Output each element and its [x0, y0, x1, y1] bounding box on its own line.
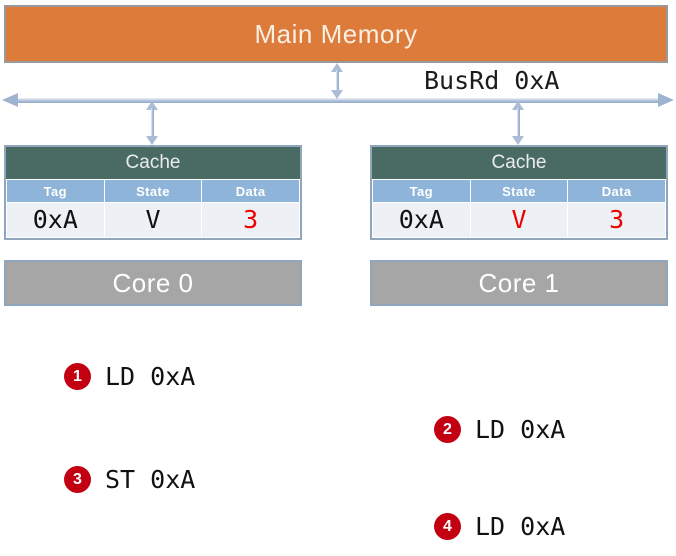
cache-table-core1: Tag State Data 0xA V 3: [372, 179, 666, 238]
column-header-state: State: [103, 179, 203, 203]
arrow-up-head: [512, 101, 524, 110]
connector-bus-to-cache1-icon: [512, 101, 525, 145]
cache-block-core0: Cache Tag State Data 0xA V 3: [4, 145, 302, 240]
connector-stem: [517, 108, 520, 138]
step-badge-1: 1: [64, 363, 91, 390]
step-instruction-1: LD 0xA: [105, 362, 196, 391]
step-item-1: 1 LD 0xA: [64, 362, 195, 391]
cell-data-core0: 3: [201, 202, 300, 238]
step-item-2: 2 LD 0xA: [434, 415, 565, 444]
column-header-tag: Tag: [372, 179, 471, 203]
table-row: 0xA V 3: [372, 202, 666, 238]
column-header-data: Data: [567, 179, 666, 203]
step-instruction-4: LD 0xA: [475, 512, 566, 541]
cache-table-core0: Tag State Data 0xA V 3: [6, 179, 300, 238]
core-block-0: Core 0: [4, 260, 302, 306]
arrow-down-head: [331, 90, 343, 99]
step-item-4: 4 LD 0xA: [434, 512, 565, 541]
cell-state-core1: V: [469, 202, 569, 238]
arrow-down-head: [146, 136, 158, 145]
core-0-label: Core 0: [112, 267, 194, 298]
cache-block-core1: Cache Tag State Data 0xA V 3: [370, 145, 668, 240]
connector-stem: [151, 108, 154, 138]
bus-transaction-label: BusRd 0xA: [424, 66, 560, 95]
core-1-label: Core 1: [478, 267, 560, 298]
table-header-row: Tag State Data: [6, 179, 300, 203]
cache-title-core1: Cache: [372, 147, 666, 179]
arrow-down-head: [512, 136, 524, 145]
connector-stem: [336, 70, 339, 92]
cache-title-core0: Cache: [6, 147, 300, 179]
cell-data-core1: 3: [567, 202, 666, 238]
step-item-3: 3 ST 0xA: [64, 465, 195, 494]
main-memory-label: Main Memory: [254, 18, 418, 49]
main-memory-block: Main Memory: [4, 5, 668, 63]
bus-line: [18, 98, 658, 103]
step-badge-4: 4: [434, 513, 461, 540]
cell-state-core0: V: [103, 202, 203, 238]
arrow-right-icon: [658, 93, 674, 107]
table-row: 0xA V 3: [6, 202, 300, 238]
step-instruction-2: LD 0xA: [475, 415, 566, 444]
arrow-up-head: [146, 101, 158, 110]
column-header-data: Data: [201, 179, 300, 203]
step-instruction-3: ST 0xA: [105, 465, 196, 494]
cell-tag-core0: 0xA: [6, 202, 105, 238]
arrow-left-icon: [2, 93, 18, 107]
cell-tag-core1: 0xA: [372, 202, 471, 238]
connector-memory-to-bus-icon: [331, 63, 344, 99]
connector-bus-to-cache0-icon: [146, 101, 159, 145]
arrow-up-head: [331, 63, 343, 72]
column-header-tag: Tag: [6, 179, 105, 203]
step-badge-2: 2: [434, 416, 461, 443]
table-header-row: Tag State Data: [372, 179, 666, 203]
column-header-state: State: [469, 179, 569, 203]
core-block-1: Core 1: [370, 260, 668, 306]
step-badge-3: 3: [64, 466, 91, 493]
